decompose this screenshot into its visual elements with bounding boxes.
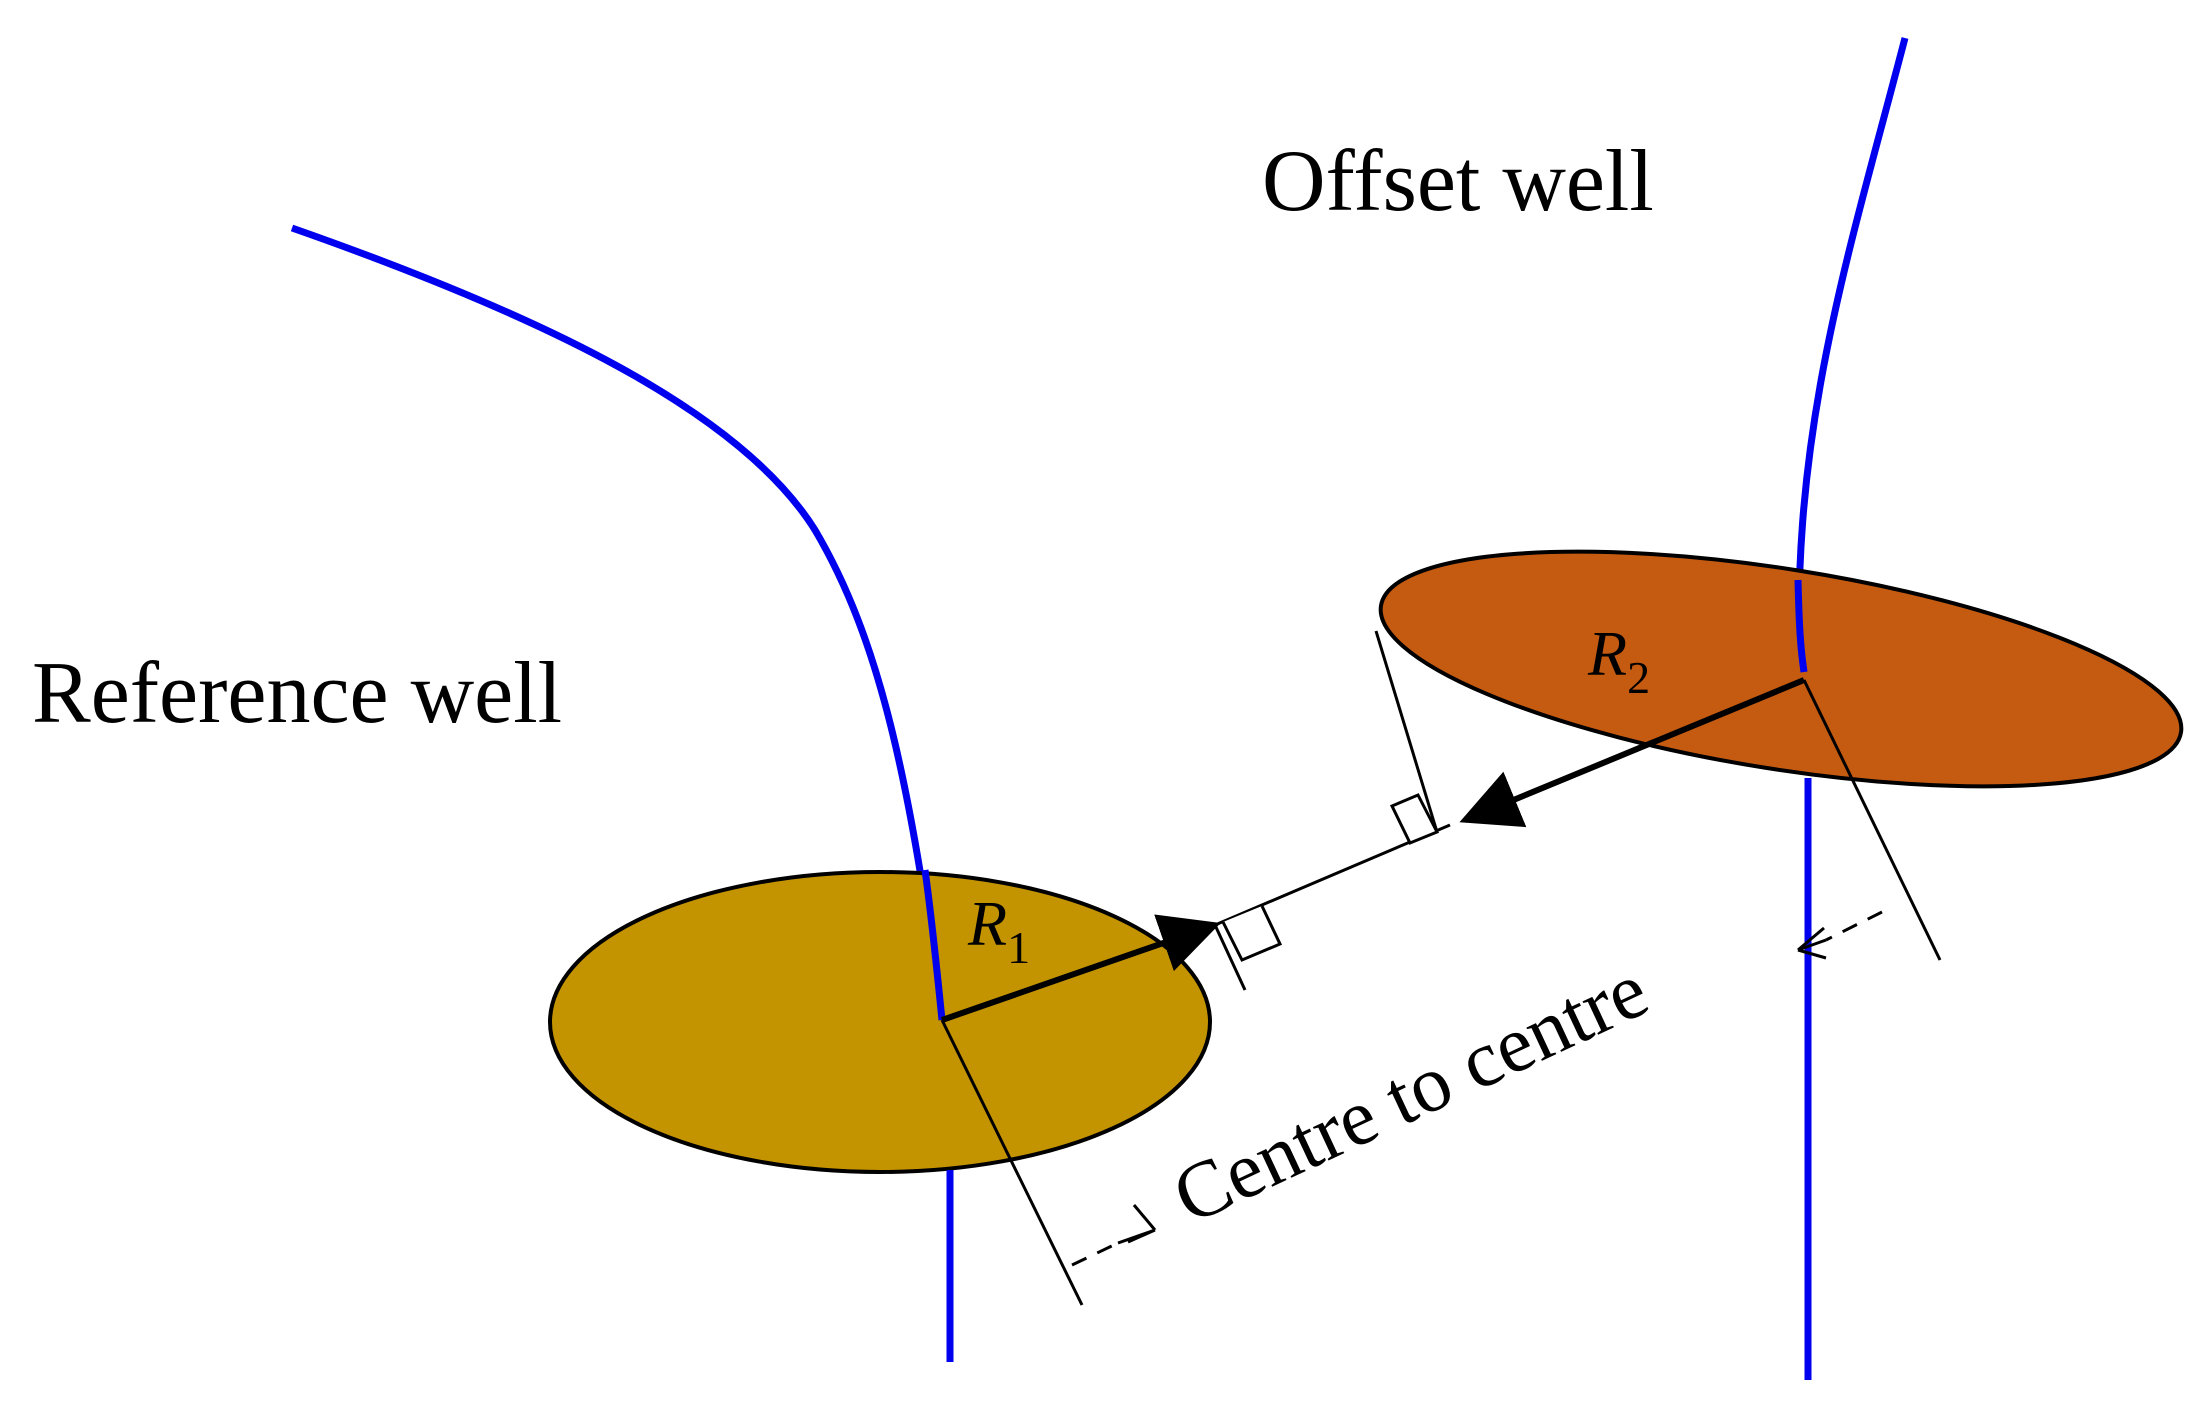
centre-to-centre-label: Centre to centre [1160, 946, 1660, 1242]
reference-uncertainty-ellipse [548, 870, 1212, 1174]
reference-well-trajectory [290, 224, 946, 1021]
dimension-arrowhead-right [1797, 926, 1827, 960]
tangent-line-r2 [1374, 630, 1439, 833]
radius-r1-label: R1 [967, 888, 1030, 973]
radius-r1-base: R [967, 888, 1007, 959]
dimension-dash-left [1071, 1241, 1119, 1267]
radius-r2-base: R [1587, 618, 1627, 689]
offset-uncertainty-ellipse [1378, 549, 2184, 789]
dimension-dash-right [1825, 910, 1883, 942]
offset-well-over-ellipse [1794, 579, 1808, 673]
reference-well-label: Reference well [32, 645, 562, 742]
radius-r1-arrow [941, 914, 1221, 1023]
dimension-extension-left [940, 1019, 1084, 1306]
offset-well-label: Offset well [1262, 133, 1654, 230]
right-angle-marker-r1 [1221, 905, 1283, 962]
tangent-line-r1 [1213, 924, 1247, 991]
right-angle-marker-r2 [1389, 793, 1440, 845]
radius-r2-label: R2 [1587, 618, 1650, 703]
dimension-extension-right [1802, 679, 1942, 961]
radius-r2-subscript: 2 [1627, 652, 1650, 703]
reference-well-over-ellipse [921, 869, 946, 1021]
dimension-arrowhead-left [1117, 1204, 1157, 1245]
radius-r1-subscript: 1 [1007, 922, 1030, 973]
radius-r2-arrow [1459, 677, 1806, 828]
